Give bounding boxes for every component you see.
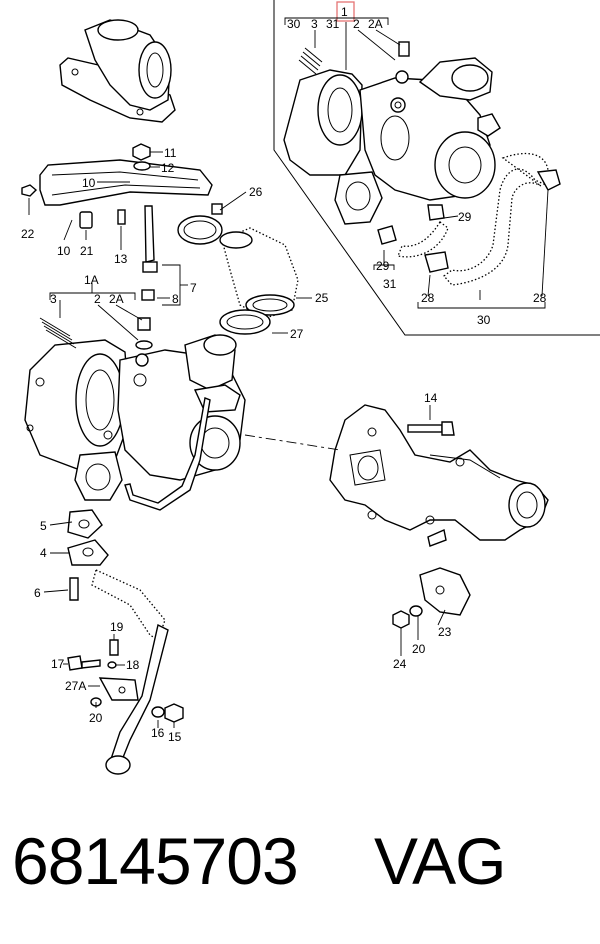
callout-30-inset: 30 xyxy=(477,313,491,327)
callout-8: 8 xyxy=(172,292,179,306)
callout-4: 4 xyxy=(40,546,47,560)
callout-24: 24 xyxy=(393,657,407,671)
inset-frame xyxy=(273,0,600,336)
callout-27A: 27A xyxy=(65,679,86,693)
inset-clamp-28b xyxy=(424,251,449,273)
washer-20b xyxy=(409,605,423,617)
oil-line-upper xyxy=(39,159,213,206)
callout-2A-mid: 2A xyxy=(109,292,124,306)
inset-union-29 xyxy=(427,204,445,221)
callout-2A-top: 2A xyxy=(368,17,383,31)
callout-29b-inset: 29 xyxy=(376,259,390,273)
callout-10b: 10 xyxy=(57,244,71,258)
nut-24 xyxy=(392,610,410,629)
callout-23: 23 xyxy=(438,625,452,639)
part-number: 68145703 xyxy=(12,824,299,898)
callout-27: 27 xyxy=(290,327,304,341)
callout-12: 12 xyxy=(161,161,175,175)
callout-18: 18 xyxy=(126,658,140,672)
callout-16: 16 xyxy=(151,726,165,740)
leader-lines xyxy=(28,151,446,728)
callout-29-inset: 29 xyxy=(458,210,472,224)
callout-22: 22 xyxy=(21,227,35,241)
inset-turbocharger xyxy=(283,41,501,225)
callout-13: 13 xyxy=(114,252,128,266)
bolt-14 xyxy=(407,421,455,436)
callout-3-top: 3 xyxy=(311,17,318,31)
main-turbocharger xyxy=(24,317,246,501)
hose-clamp-26 xyxy=(177,203,223,245)
inset-banjo xyxy=(377,225,397,245)
stud-manifold xyxy=(427,529,447,547)
callout-3-mid: 3 xyxy=(50,292,57,306)
callout-28b-inset: 28 xyxy=(533,291,547,305)
callout-1A: 1A xyxy=(84,273,99,287)
inset-clamp-28a xyxy=(536,169,561,191)
callout-31-inset: 31 xyxy=(383,277,397,291)
callouts: 1 30 3 31 2 2A 11 12 10 22 10 21 13 26 7… xyxy=(21,5,547,744)
mount-centerline xyxy=(244,434,341,451)
intake-hose-25 xyxy=(219,227,299,319)
callout-2-top: 2 xyxy=(353,17,360,31)
small-hardware-top xyxy=(21,143,158,301)
inset-brackets xyxy=(284,17,549,309)
callout-30-top: 30 xyxy=(287,17,301,31)
callout-5: 5 xyxy=(40,519,47,533)
highlight-box xyxy=(336,1,355,22)
callout-21: 21 xyxy=(80,244,94,258)
callout-15: 15 xyxy=(168,730,182,744)
oil-feed-pipe xyxy=(124,397,211,511)
callout-17: 17 xyxy=(51,657,65,671)
callout-25: 25 xyxy=(315,291,329,305)
callout-20b: 20 xyxy=(412,642,426,656)
hose-clamp-27 xyxy=(219,309,271,335)
exhaust-manifold xyxy=(329,404,549,541)
callout-6: 6 xyxy=(34,586,41,600)
callout-10a: 10 xyxy=(82,176,96,190)
callout-7: 7 xyxy=(190,281,197,295)
oil-return-pipe xyxy=(67,509,184,775)
callout-31-top: 31 xyxy=(326,17,340,31)
callout-19: 19 xyxy=(110,620,124,634)
inset-hose-30 xyxy=(443,152,549,286)
callout-26: 26 xyxy=(249,185,263,199)
callout-11: 11 xyxy=(164,146,177,160)
callout-1: 1 xyxy=(341,5,348,19)
callout-20a: 20 xyxy=(89,711,103,725)
intake-elbow xyxy=(59,19,176,123)
brand-name: VAG xyxy=(374,824,506,898)
callout-2-mid: 2 xyxy=(94,292,101,306)
inset-hose-31 xyxy=(397,221,449,258)
bracket-23 xyxy=(419,567,471,616)
callout-28a-inset: 28 xyxy=(421,291,435,305)
callout-14: 14 xyxy=(424,391,438,405)
